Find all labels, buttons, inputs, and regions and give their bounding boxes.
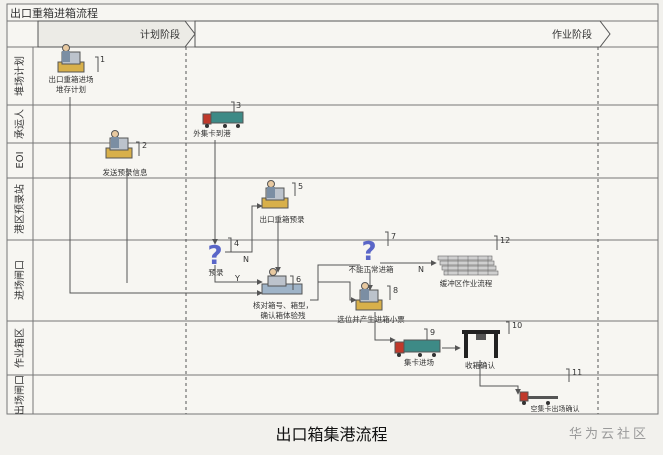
lane-label-yard-plan: 堆场计划 <box>13 56 26 96</box>
lane-label-yard-block: 作业箱区 <box>13 328 26 368</box>
step-3-number: 3 <box>236 101 241 110</box>
step-3-node: 3 外集卡到港 <box>193 101 244 138</box>
step-3-label: 外集卡到港 <box>193 128 231 138</box>
step-10-label: 收箱确认 <box>465 360 495 370</box>
diagram-frame <box>6 3 659 415</box>
phase-planning-label: 计划阶段 <box>140 28 180 41</box>
step-7-label: 不能正常进箱 <box>349 264 394 274</box>
step-9-label: 集卡进场 <box>404 357 434 367</box>
step-10-node: 10 收箱确认 <box>462 321 522 370</box>
step-9-number: 9 <box>430 328 435 337</box>
watermark: 华为云社区 <box>568 427 649 442</box>
step-2-number: 2 <box>142 141 147 150</box>
lane-label-prerecord-station: 港区预录站 <box>13 184 26 234</box>
step-1-label-line2: 堆存计划 <box>56 84 86 94</box>
step-4-label: 预录 <box>209 267 224 277</box>
step-1-number: 1 <box>100 55 105 64</box>
step-7-node: ? 7 不能正常进箱 N <box>349 231 424 274</box>
step-4-number: 4 <box>234 239 239 248</box>
phase-planning-arrow <box>37 20 196 48</box>
lane-label-eoi: EOI <box>15 151 26 168</box>
step-6-label-line2: 确认箱体验残 <box>261 310 306 320</box>
step-2-label: 发送预录信息 <box>103 167 148 177</box>
step-12-number: 12 <box>500 236 510 245</box>
lane-label-exit-gate: 出场闸口 <box>13 375 26 415</box>
step-1-node: 1 出口重箱进场 堆存计划 <box>49 44 105 94</box>
step-4-branch-no: N <box>243 255 249 264</box>
step-8-number: 8 <box>393 286 398 295</box>
step-9-node: 9 集卡进场 <box>394 328 441 367</box>
step-7-branch-no: N <box>418 265 424 274</box>
step-12-label: 缓冲区作业流程 <box>440 278 493 288</box>
figure-caption: 出口箱集港流程 <box>275 425 388 444</box>
phase-operation-arrow <box>194 20 611 48</box>
step-7-number: 7 <box>391 232 396 241</box>
diagram-title: 出口重箱进箱流程 <box>10 6 98 20</box>
step-5-label: 出口重箱预录 <box>260 214 305 224</box>
step-7-question-icon: ? <box>361 237 376 267</box>
step-5-number: 5 <box>298 182 303 191</box>
step-12-node: 12 缓冲区作业流程 <box>437 235 510 288</box>
step-4-branch-yes: Y <box>234 274 240 283</box>
step-2-node: 2 发送预录信息 <box>103 130 148 177</box>
step-4-node: ? 4 预录 N Y <box>207 237 249 283</box>
step-1-label-line1: 出口重箱进场 <box>49 74 94 84</box>
step-8-node: 8 选位并产生进箱小票 <box>337 282 405 324</box>
phase-operation-label: 作业阶段 <box>552 28 592 41</box>
flow-connectors <box>69 97 521 395</box>
step-10-number: 10 <box>512 321 522 330</box>
lane-label-carrier: 承运人 <box>14 109 26 139</box>
step-11-node: 11 空集卡出场确认 <box>519 368 582 413</box>
step-8-label: 选位并产生进箱小票 <box>337 314 405 324</box>
lane-label-entry-gate: 进场闸口 <box>13 260 26 300</box>
step-6-node: 6 核对箱号、箱型， 确认箱体验残 <box>253 268 313 320</box>
step-4-question-icon: ? <box>207 241 222 271</box>
step-6-label-line1: 核对箱号、箱型， <box>253 300 313 310</box>
step-5-node: 5 出口重箱预录 <box>260 180 305 224</box>
step-11-number: 11 <box>572 368 582 377</box>
step-11-label: 空集卡出场确认 <box>531 404 580 413</box>
step-6-number: 6 <box>296 275 301 284</box>
